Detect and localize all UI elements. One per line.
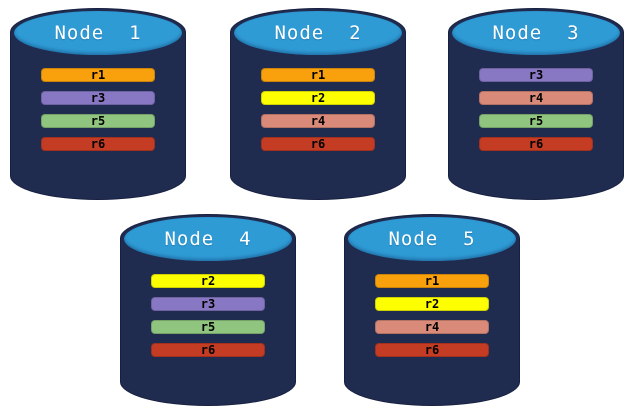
replica-label: r4 [310,114,326,128]
node-title: Node 1 [54,22,142,44]
replica-list: r1 r2 r4 r6 [344,274,520,366]
replica-label: r4 [424,320,440,334]
replica-label: r3 [90,91,106,105]
replica-list: r2 r3 r5 r6 [120,274,296,366]
replica-bar-r4: r4 [375,320,489,334]
replica-bar-r4: r4 [479,91,593,105]
replica-bar-r4: r4 [261,114,375,128]
replica-label: r6 [424,343,440,357]
replica-bar-r5: r5 [479,114,593,128]
replica-bar-r6: r6 [151,343,265,357]
replica-bar-r3: r3 [41,91,155,105]
replica-label: r2 [310,91,326,105]
cylinder-top: Node 1 [14,11,182,55]
replica-list: r3 r4 r5 r6 [448,68,624,160]
cylinder-top: Node 5 [348,217,516,261]
replica-bar-r6: r6 [375,343,489,357]
replica-label: r6 [90,137,106,151]
db-cylinder-node-4: Node 4 r2 r3 r5 r6 [120,214,296,406]
cylinder-top: Node 2 [234,11,402,55]
replica-bar-r5: r5 [151,320,265,334]
cylinder-top: Node 3 [452,11,620,55]
replica-bar-r6: r6 [261,137,375,151]
replica-bar-r2: r2 [151,274,265,288]
db-cylinder-node-2: Node 2 r1 r2 r4 r6 [230,8,406,200]
replica-label: r5 [90,114,106,128]
replica-label: r6 [310,137,326,151]
replica-label: r5 [528,114,544,128]
replica-bar-r3: r3 [151,297,265,311]
replica-label: r2 [200,274,216,288]
replica-label: r3 [200,297,216,311]
node-title: Node 3 [492,22,580,44]
replica-bar-r1: r1 [261,68,375,82]
replica-bar-r6: r6 [479,137,593,151]
node-title: Node 4 [164,228,252,250]
replica-label: r2 [424,297,440,311]
replica-label: r6 [200,343,216,357]
replica-label: r3 [528,68,544,82]
replica-label: r1 [90,68,106,82]
node-title: Node 2 [274,22,362,44]
replica-bar-r2: r2 [261,91,375,105]
replica-label: r4 [528,91,544,105]
replica-list: r1 r3 r5 r6 [10,68,186,160]
replica-bar-r6: r6 [41,137,155,151]
replica-label: r1 [424,274,440,288]
replica-bar-r1: r1 [41,68,155,82]
replica-label: r5 [200,320,216,334]
replica-list: r1 r2 r4 r6 [230,68,406,160]
db-cylinder-node-3: Node 3 r3 r4 r5 r6 [448,8,624,200]
replica-bar-r2: r2 [375,297,489,311]
replica-label: r6 [528,137,544,151]
node-title: Node 5 [388,228,476,250]
replica-label: r1 [310,68,326,82]
replica-bar-r5: r5 [41,114,155,128]
replica-bar-r1: r1 [375,274,489,288]
cylinder-top: Node 4 [124,217,292,261]
db-cylinder-node-1: Node 1 r1 r3 r5 r6 [10,8,186,200]
replica-bar-r3: r3 [479,68,593,82]
db-cylinder-node-5: Node 5 r1 r2 r4 r6 [344,214,520,406]
